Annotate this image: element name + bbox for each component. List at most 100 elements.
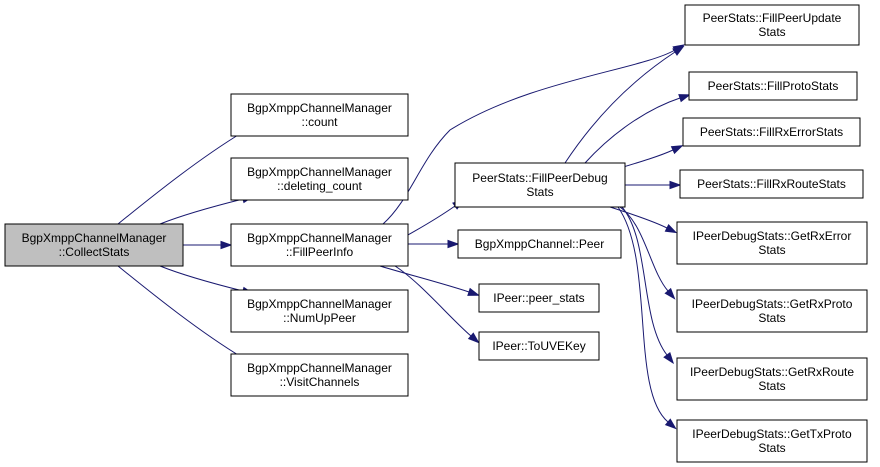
node-label-line: ::count bbox=[301, 115, 338, 129]
node-box bbox=[230, 353, 409, 397]
node-fill-rx-error-stats[interactable]: PeerStats::FillRxErrorStats bbox=[682, 117, 861, 147]
node-box bbox=[676, 419, 868, 463]
node-label-line: BgpXmppChannelManager bbox=[22, 231, 167, 245]
edge-line bbox=[619, 149, 674, 169]
edge-line bbox=[379, 265, 470, 293]
node-box bbox=[457, 229, 622, 259]
edge-line bbox=[621, 206, 668, 356]
node-box bbox=[676, 357, 868, 401]
node-collect-stats[interactable]: BgpXmppChannelManager::CollectStats bbox=[4, 223, 184, 267]
edge-line bbox=[159, 265, 244, 292]
node-deleting-count[interactable]: BgpXmppChannelManager::deleting_count bbox=[230, 157, 409, 201]
arrowhead-icon bbox=[663, 351, 674, 365]
node-label-line: BgpXmppChannelManager bbox=[247, 361, 392, 375]
node-label-line: Stats bbox=[758, 311, 785, 325]
edge-fill_peer_debug_stats-to-fill_proto_stats bbox=[584, 94, 691, 164]
edge-fill_peer_debug_stats-to-fill_peer_update_stats bbox=[564, 45, 685, 164]
node-box bbox=[688, 71, 858, 101]
edge-line bbox=[117, 265, 244, 359]
node-label-line: IPeerDebugStats::GetRxError bbox=[693, 229, 852, 243]
node-label-line: BgpXmppChannelManager bbox=[247, 297, 392, 311]
edge-fill_peer_debug_stats-to-get_tx_proto_stats bbox=[617, 206, 677, 430]
edge-fill_peer_info-to-ipeer_to_uve_key bbox=[394, 265, 480, 344]
arrowhead-icon bbox=[664, 418, 677, 430]
edge-fill_peer_info-to-ipeer_peer_stats bbox=[379, 265, 480, 296]
node-box bbox=[684, 4, 860, 46]
arrowhead-icon bbox=[670, 145, 684, 155]
node-label-line: ::FillPeerInfo bbox=[286, 245, 354, 259]
nodes-layer: BgpXmppChannelManager::CollectStatsBgpXm… bbox=[4, 4, 868, 463]
node-label-line: BgpXmppChannelManager bbox=[247, 165, 392, 179]
node-box bbox=[454, 162, 626, 208]
node-ipeer-peer-stats[interactable]: IPeer::peer_stats bbox=[478, 283, 600, 313]
node-count[interactable]: BgpXmppChannelManager::count bbox=[230, 93, 409, 137]
node-num-up-peer[interactable]: BgpXmppChannelManager::NumUpPeer bbox=[230, 289, 409, 333]
edge-fill_peer_debug_stats-to-fill_rx_error_stats bbox=[619, 145, 684, 169]
arrowhead-icon bbox=[220, 240, 233, 250]
node-label-line: IPeerDebugStats::GetTxProto bbox=[692, 427, 852, 441]
node-box bbox=[478, 283, 600, 313]
edge-line bbox=[159, 198, 244, 225]
node-label-line: Stats bbox=[758, 441, 785, 455]
node-label-line: PeerStats::FillRxRouteStats bbox=[697, 177, 846, 191]
node-label-line: Stats bbox=[526, 185, 553, 199]
node-label-line: ::NumUpPeer bbox=[283, 311, 356, 325]
node-label-line: BgpXmppChannelManager bbox=[247, 101, 392, 115]
node-label-line: PeerStats::FillPeerUpdate bbox=[703, 11, 842, 25]
node-label-line: BgpXmppChannelManager bbox=[247, 231, 392, 245]
node-box bbox=[676, 221, 868, 265]
arrowhead-icon bbox=[664, 223, 678, 234]
node-label-line: Stats bbox=[758, 25, 785, 39]
node-box bbox=[230, 157, 409, 201]
node-bgp-xmpp-channel-peer[interactable]: BgpXmppChannel::Peer bbox=[457, 229, 622, 259]
edge-line bbox=[117, 131, 244, 225]
arrowhead-icon bbox=[669, 180, 682, 190]
node-fill-rx-route-stats[interactable]: PeerStats::FillRxRouteStats bbox=[679, 169, 864, 199]
node-label-line: IPeerDebugStats::GetRxProto bbox=[692, 297, 853, 311]
node-label-line: IPeer::ToUVEKey bbox=[492, 339, 585, 353]
node-label-line: ::deleting_count bbox=[277, 179, 362, 193]
arrowhead-icon bbox=[678, 94, 691, 103]
node-box bbox=[679, 169, 864, 199]
node-ipeer-to-uve-key[interactable]: IPeer::ToUVEKey bbox=[478, 331, 600, 361]
node-label-line: PeerStats::FillProtoStats bbox=[708, 79, 839, 93]
node-label-line: Stats bbox=[758, 243, 785, 257]
node-label-line: BgpXmppChannel::Peer bbox=[475, 237, 604, 251]
node-fill-peer-info[interactable]: BgpXmppChannelManager::FillPeerInfo bbox=[230, 223, 409, 267]
node-label-line: ::CollectStats bbox=[59, 245, 130, 259]
node-box bbox=[230, 223, 409, 267]
arrowhead-icon bbox=[467, 332, 480, 344]
edge-line bbox=[617, 206, 669, 423]
node-label-line: PeerStats::FillPeerDebug bbox=[472, 171, 607, 185]
node-box bbox=[478, 331, 600, 361]
edge-fill_peer_debug_stats-to-get_rx_error_stats bbox=[609, 206, 678, 234]
node-label-line: Stats bbox=[758, 379, 785, 393]
edge-fill_peer_info-to-bgp_xmpp_channel_peer bbox=[408, 239, 460, 249]
edge-line bbox=[394, 265, 472, 337]
edge-fill_peer_debug_stats-to-fill_rx_route_stats bbox=[625, 180, 682, 190]
node-box bbox=[4, 223, 184, 267]
arrowhead-icon bbox=[467, 287, 480, 296]
node-box bbox=[682, 117, 861, 147]
node-box bbox=[230, 93, 409, 137]
node-label-line: IPeerDebugStats::GetRxRoute bbox=[690, 365, 854, 379]
arrowhead-icon bbox=[447, 239, 460, 249]
edge-fill_peer_debug_stats-to-get_rx_route_stats bbox=[621, 206, 674, 365]
edge-line bbox=[407, 205, 456, 236]
edge-collect_stats-to-fill_peer_info bbox=[183, 240, 233, 250]
edge-line bbox=[584, 97, 681, 164]
edge-line bbox=[619, 206, 669, 292]
node-visit-channels[interactable]: BgpXmppChannelManager::VisitChannels bbox=[230, 353, 409, 397]
node-box bbox=[676, 289, 868, 333]
node-fill-proto-stats[interactable]: PeerStats::FillProtoStats bbox=[688, 71, 858, 101]
edge-line bbox=[564, 51, 676, 164]
edge-line bbox=[609, 206, 668, 229]
arrowhead-icon bbox=[664, 287, 676, 300]
